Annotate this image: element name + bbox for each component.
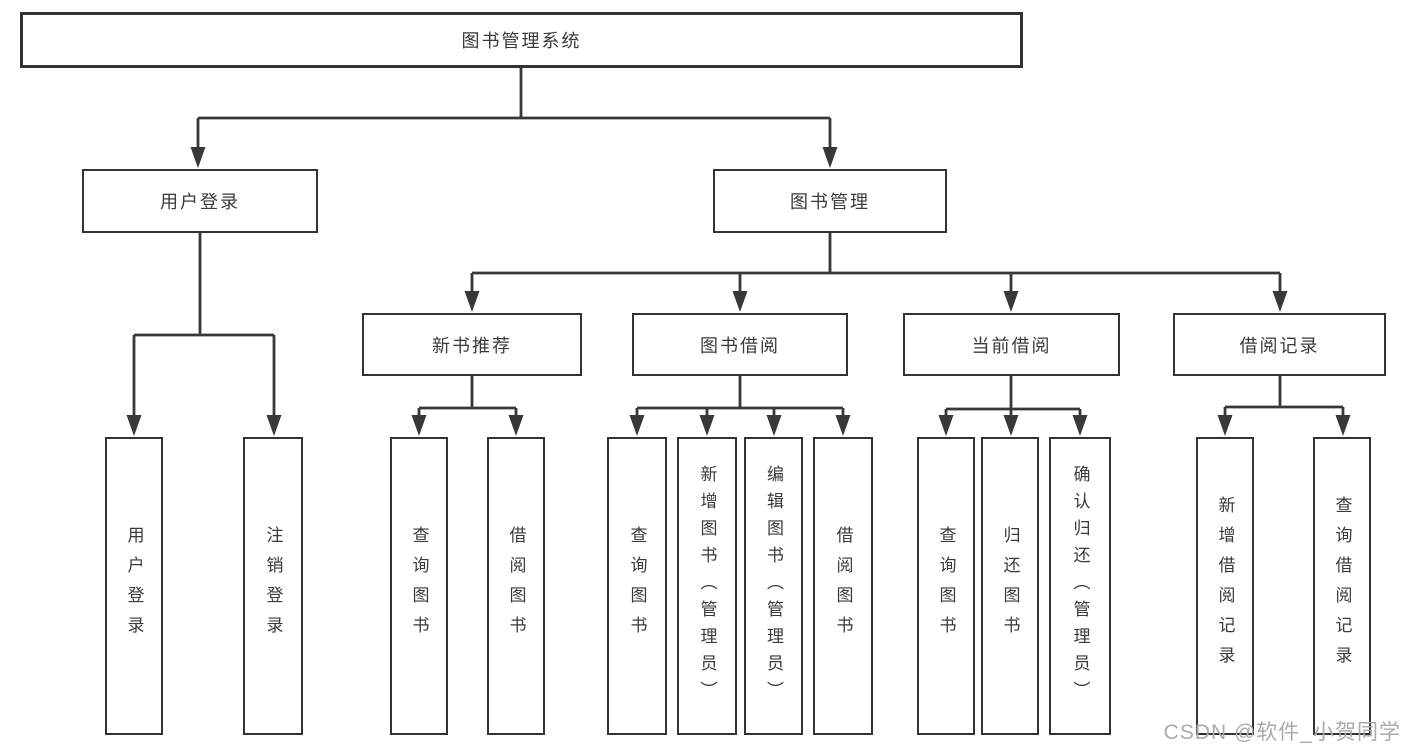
leaf-confirm-return-admin: 确认归还（管理员）	[1049, 437, 1111, 735]
leaf-add-book-admin: 新增图书（管理员）	[677, 437, 737, 735]
leaf-add-book-admin-label: 新增图书（管理员）	[697, 464, 717, 708]
node-book-borrowing: 图书借阅	[632, 313, 848, 376]
leaf-logout-label: 注销登录	[263, 526, 283, 646]
node-current-borrowing-label: 当前借阅	[971, 335, 1052, 356]
leaf-edit-book-admin: 编辑图书（管理员）	[744, 437, 803, 735]
leaf-user-login: 用户登录	[105, 437, 163, 735]
leaf-confirm-return-admin-label: 确认归还（管理员）	[1070, 464, 1090, 708]
node-book-borrowing-label: 图书借阅	[700, 335, 780, 356]
node-user-login: 用户登录	[82, 169, 318, 233]
leaf-query-books-current-label: 查询图书	[936, 526, 956, 646]
node-root: 图书管理系统	[20, 12, 1023, 68]
leaf-user-login-label: 用户登录	[124, 526, 144, 646]
node-borrowing-records: 借阅记录	[1173, 313, 1386, 376]
node-root-label: 图书管理系统	[461, 31, 582, 51]
node-book-management: 图书管理	[713, 169, 947, 233]
node-book-management-label: 图书管理	[790, 192, 870, 212]
leaf-query-borrow-record: 查询借阅记录	[1313, 437, 1371, 735]
leaf-query-borrow-record-label: 查询借阅记录	[1332, 496, 1352, 676]
leaf-logout: 注销登录	[243, 437, 303, 735]
node-new-book-recommend: 新书推荐	[362, 313, 582, 376]
csdn-watermark: CSDN @软件_小贺同学	[1163, 721, 1401, 744]
node-borrowing-records-label: 借阅记录	[1239, 335, 1320, 356]
leaf-borrow-books-borrowing: 借阅图书	[813, 437, 873, 735]
leaf-query-books-recommend: 查询图书	[390, 437, 448, 735]
leaf-query-books-recommend-label: 查询图书	[409, 526, 429, 646]
leaf-borrow-books-borrowing-label: 借阅图书	[833, 526, 853, 646]
node-user-login-label: 用户登录	[160, 192, 240, 212]
leaf-query-books-current: 查询图书	[917, 437, 975, 735]
leaf-return-books-label: 归还图书	[1000, 526, 1020, 646]
node-current-borrowing: 当前借阅	[903, 313, 1120, 376]
leaf-add-borrow-record: 新增借阅记录	[1196, 437, 1254, 735]
leaf-add-borrow-record-label: 新增借阅记录	[1215, 496, 1235, 676]
leaf-edit-book-admin-label: 编辑图书（管理员）	[764, 464, 783, 708]
leaf-borrow-books-recommend: 借阅图书	[487, 437, 545, 735]
node-new-book-recommend-label: 新书推荐	[432, 335, 512, 356]
leaf-borrow-books-recommend-label: 借阅图书	[506, 526, 526, 646]
leaf-query-books-borrowing: 查询图书	[607, 437, 667, 735]
leaf-query-books-borrowing-label: 查询图书	[627, 526, 647, 646]
leaf-return-books: 归还图书	[981, 437, 1039, 735]
